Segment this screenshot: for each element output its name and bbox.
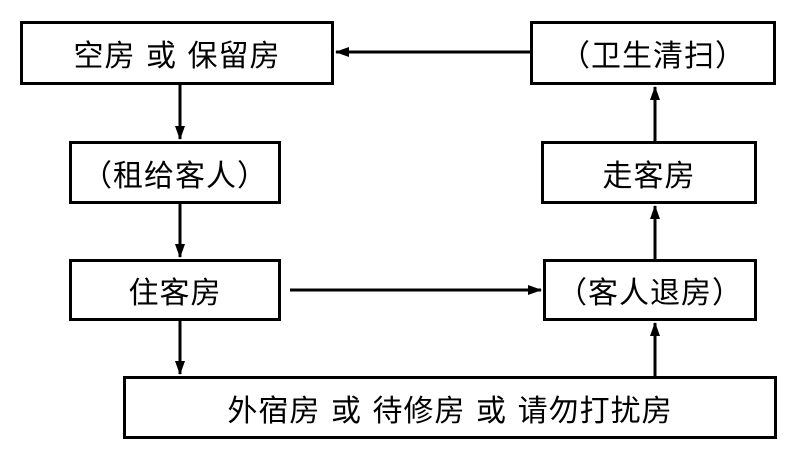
- node-rent-label: （租给客人）: [82, 158, 268, 194]
- node-vacant-label: 空房 或 保留房: [73, 39, 281, 74]
- node-guest-checkout-label: （客人退房）: [557, 276, 743, 311]
- node-special-label: 外宿房 或 待修房 或 请勿打扰房: [227, 393, 673, 429]
- node-occupied-room: 住客房: [69, 259, 281, 321]
- node-cleaning: （卫生清扫）: [530, 21, 776, 85]
- node-special-status-rooms: 外宿房 或 待修房 或 请勿打扰房: [123, 376, 777, 439]
- node-checkout-room: 走客房: [541, 141, 757, 204]
- node-vacant-or-reserved-room: 空房 或 保留房: [20, 21, 334, 85]
- node-checkout-room-label: 走客房: [602, 158, 696, 194]
- node-guest-checkout: （客人退房）: [543, 259, 757, 321]
- node-occupied-label: 住客房: [128, 276, 222, 311]
- node-rent-to-guest: （租给客人）: [69, 141, 281, 204]
- node-cleaning-label: （卫生清扫）: [560, 39, 746, 74]
